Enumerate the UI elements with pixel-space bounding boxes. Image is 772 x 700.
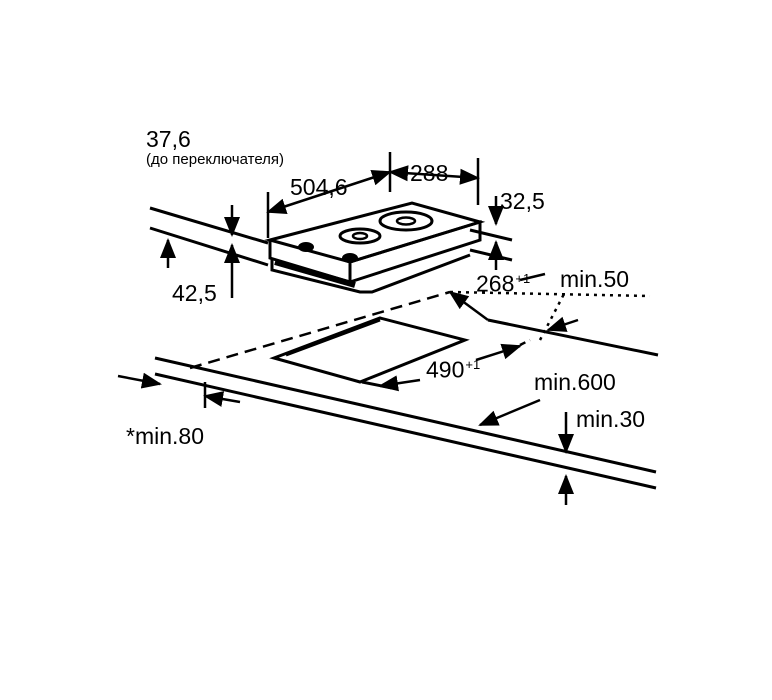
cutout-depth-label: 268+1 bbox=[476, 270, 531, 297]
min-worktop-thickness-label: min.30 bbox=[576, 406, 646, 432]
hob-width-label: 504,6 bbox=[290, 174, 348, 200]
cutout-width-label: 490+1 bbox=[426, 356, 481, 383]
hob-height-total-label: 42,5 bbox=[172, 280, 217, 306]
hob-depth-label: 288 bbox=[410, 160, 449, 186]
cutout-depth-tolerance: +1 bbox=[515, 271, 531, 286]
cutout bbox=[269, 316, 470, 384]
knob bbox=[298, 242, 358, 263]
hob-outline bbox=[149, 201, 513, 294]
hob-height-front-label: 32,5 bbox=[500, 188, 545, 214]
min-side-gap-label: *min.80 bbox=[126, 423, 204, 449]
dimension-lines-hob bbox=[160, 152, 504, 298]
burner-front bbox=[338, 227, 382, 245]
depth-to-switch-note: (до переключателя) bbox=[146, 151, 285, 168]
depth-to-switch-label: 37,6 bbox=[146, 126, 191, 152]
burner-rear bbox=[378, 210, 434, 232]
cutout-width-tolerance: +1 bbox=[465, 357, 481, 372]
dimension-lines-worktop bbox=[117, 272, 579, 505]
min-rear-gap-label: min.50 bbox=[560, 266, 630, 292]
min-worktop-depth-label: min.600 bbox=[534, 369, 616, 395]
